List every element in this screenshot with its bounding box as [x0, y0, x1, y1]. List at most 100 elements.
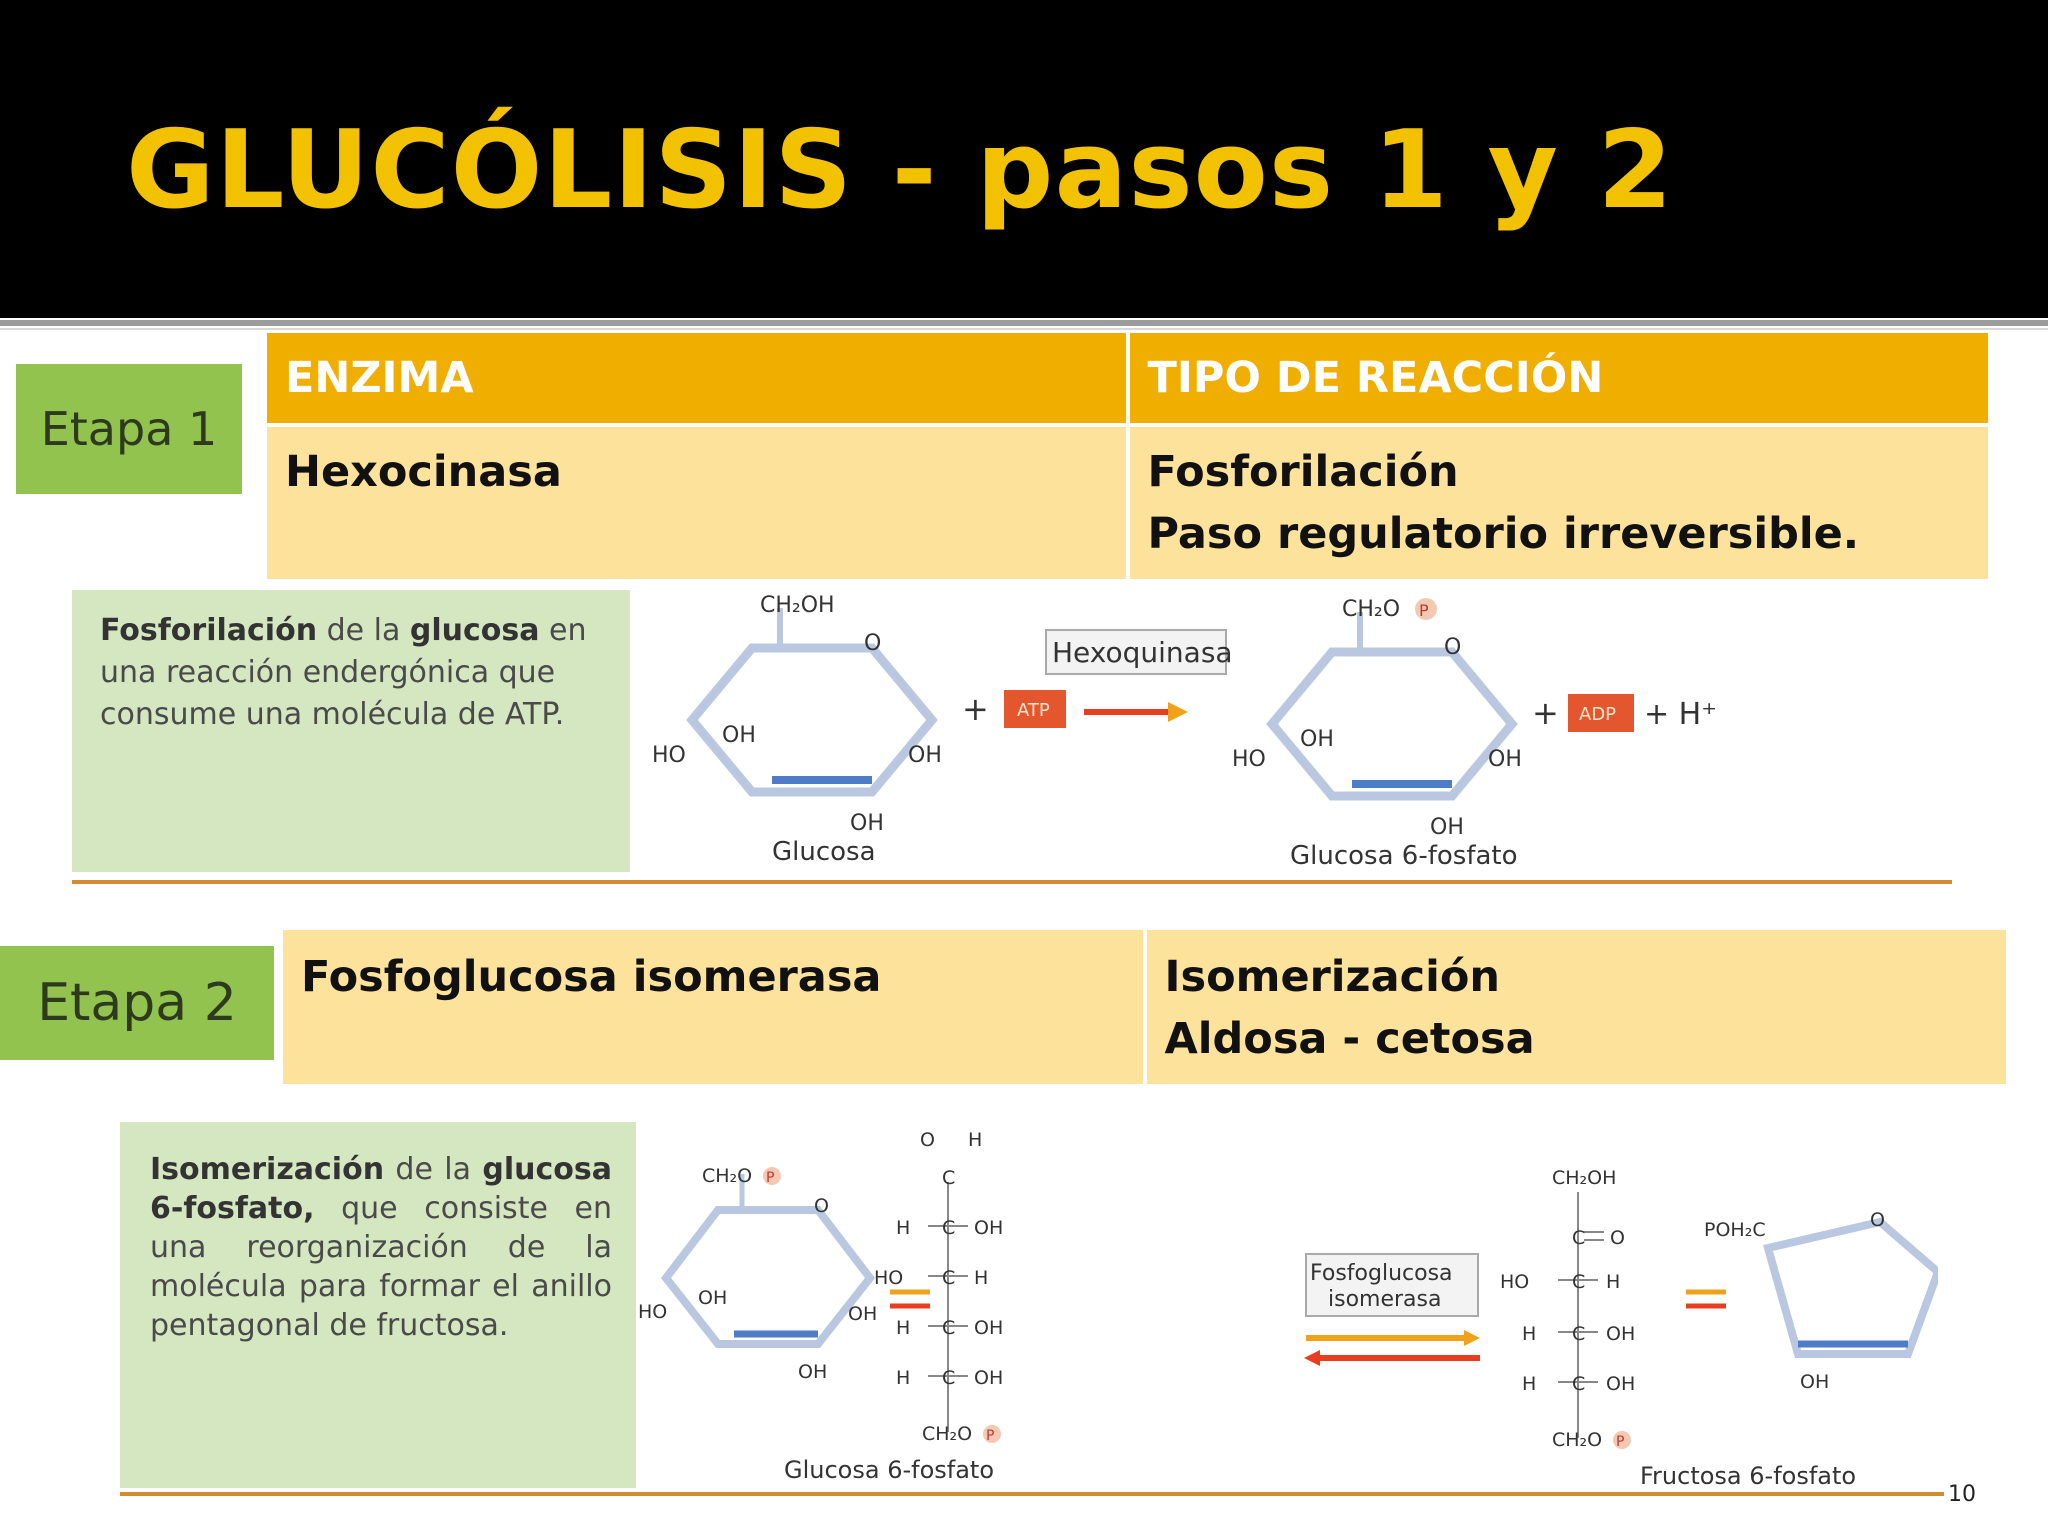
fructose-6-phosphate-label: Fructosa 6-fosfato — [1640, 1462, 1856, 1488]
ketone-o: O — [1610, 1227, 1625, 1249]
g6p-oh-1: OH — [1300, 727, 1334, 752]
equilibrium-arrow — [890, 1289, 930, 1309]
etapa-2-label: Etapa 2 — [0, 946, 274, 1060]
carbon-4: C — [942, 1317, 955, 1339]
phosphate-icon — [983, 1425, 1001, 1443]
glucose-oh-1: OH — [722, 723, 756, 748]
oh-right: OH — [974, 1367, 1003, 1389]
glucose-ch2oh: CH₂OH — [760, 593, 835, 618]
glucose-ho: HO — [652, 743, 686, 768]
h-left: H — [1522, 1323, 1536, 1345]
ho-left: HO — [1500, 1271, 1529, 1293]
h-left: H — [1522, 1373, 1536, 1395]
g6p-ch2op: CH₂O — [1342, 597, 1400, 622]
phosphate-p: P — [1616, 1434, 1624, 1450]
reaction-type-cell: Isomerización Aldosa - cetosa — [1146, 930, 2006, 1084]
g6p-ring-o: O — [1444, 635, 1461, 660]
g6p-oh-3: OH — [798, 1361, 827, 1383]
equilibrium-arrow — [1304, 1330, 1480, 1366]
reaction-type-header: TIPO DE REACCIÓN — [1129, 333, 1988, 423]
reaction-line-2: Aldosa - cetosa — [1164, 1014, 1535, 1064]
g6p-oh-2: OH — [848, 1303, 877, 1325]
h-right: H — [974, 1267, 988, 1289]
glucose-6-phosphate-ring — [1266, 612, 1518, 801]
caption-text: de la — [317, 613, 410, 648]
h-right: H — [1606, 1271, 1620, 1293]
glucose-oh-2: OH — [908, 743, 942, 768]
g6p-ho: HO — [1232, 747, 1266, 772]
phosphate-p: P — [1419, 601, 1429, 620]
oh-right: OH — [1606, 1323, 1635, 1345]
atp-label: ATP — [1017, 700, 1050, 721]
caption-bold: glucosa — [409, 613, 540, 648]
carbon-2: C — [1572, 1227, 1585, 1249]
h-left: H — [896, 1217, 910, 1239]
hexokinase-reaction-diagram: CH₂OH O HO OH OH OH Glucosa + ATP Hexoqu… — [652, 593, 1717, 871]
phosphate-p: P — [766, 1170, 774, 1186]
adp-label: ADP — [1579, 704, 1616, 725]
g6p-oh-3: OH — [1430, 815, 1464, 840]
glucose-ring — [686, 608, 938, 797]
g6p-oh-1: OH — [698, 1287, 727, 1309]
h-left: H — [896, 1367, 910, 1389]
open-chain-fructose-6-phosphate — [1558, 1192, 1604, 1438]
glucose-6-phosphate-label: Glucosa 6-fosfato — [784, 1456, 994, 1484]
ho-left: HO — [874, 1267, 903, 1289]
glucose-oh-3: OH — [850, 811, 884, 836]
reaction-line-1: Fosforilación — [1147, 447, 1459, 497]
glucose-6-phosphate-ring — [660, 1174, 876, 1348]
h-left: H — [896, 1317, 910, 1339]
equilibrium-arrow — [1686, 1289, 1726, 1309]
etapa-1-label: Etapa 1 — [16, 364, 242, 494]
isomerase-reaction-diagram: CH₂O P O HO OH OH OH O H C H C OH HO C H… — [638, 1129, 1938, 1488]
oh-right: OH — [974, 1217, 1003, 1239]
page-number: 10 — [1948, 1482, 1976, 1507]
step1-figure-caption: Fosforilación de la glucosa en una reacc… — [72, 590, 630, 872]
reaction-line-2: Paso regulatorio irreversible. — [1147, 509, 1860, 559]
carbon-3: C — [1572, 1271, 1585, 1293]
plus-sign: + — [1532, 694, 1559, 732]
table-header-row: ENZIMA TIPO DE REACCIÓN — [267, 333, 1988, 423]
caption-text: que consiste en una reorganización de la… — [150, 1191, 612, 1343]
caption-bold: Fosforilación — [100, 613, 318, 648]
aldehyde-h: H — [968, 1129, 982, 1151]
isomerase-label-2: isomerasa — [1328, 1287, 1441, 1312]
g6p-ring-o: O — [814, 1195, 829, 1217]
fructose-ch2oh: CH₂OH — [1552, 1167, 1616, 1189]
open-chain-ch2op: CH₂O — [1552, 1429, 1602, 1451]
step2-table: Fosfoglucosa isomerasa Isomerización Ald… — [279, 926, 2010, 1088]
divider-line — [0, 320, 2048, 326]
carbon-4: C — [1572, 1323, 1585, 1345]
g6p-ho: HO — [638, 1301, 667, 1323]
hexoquinasa-box — [1045, 629, 1227, 675]
slide-title: GLUCÓLISIS - pasos 1 y 2 — [126, 108, 1674, 233]
isomerase-label-1: Fosfoglucosa — [1310, 1261, 1453, 1286]
g6p-oh-2: OH — [1488, 747, 1522, 772]
reaction-line-1: Isomerización — [1164, 952, 1500, 1002]
carbon-1: C — [942, 1167, 955, 1189]
fructose-ring-o: O — [1870, 1209, 1885, 1231]
caption-bold: glucosa 6-fosfato, — [150, 1152, 612, 1226]
plus-sign: + — [962, 690, 989, 728]
table-row: Hexocinasa Fosforilación Paso regulatori… — [267, 427, 1988, 579]
open-chain-ch2op: CH₂O — [922, 1423, 972, 1445]
carbon-5: C — [1572, 1373, 1585, 1395]
atp-box — [1004, 690, 1066, 728]
caption-bold: Isomerización — [150, 1152, 385, 1187]
aldehyde-o: O — [920, 1129, 935, 1151]
carbon-2: C — [942, 1217, 955, 1239]
phosphate-p: P — [986, 1428, 994, 1444]
g6p-ch2op: CH₂O — [702, 1165, 752, 1187]
phosphate-icon — [763, 1167, 781, 1185]
fructose-furanose-ring — [1763, 1217, 1938, 1358]
hexoquinasa-label: Hexoquinasa — [1052, 636, 1233, 669]
glucose-label: Glucosa — [772, 837, 876, 867]
isomerase-box — [1305, 1253, 1479, 1317]
caption-text: de la — [384, 1152, 483, 1187]
open-chain-glucose-6-phosphate — [928, 1182, 968, 1432]
oh-right: OH — [1606, 1373, 1635, 1395]
glucose-ring-o: O — [864, 631, 881, 656]
reaction-arrow — [1084, 702, 1188, 722]
carbon-5: C — [942, 1367, 955, 1389]
enzyme-header: ENZIMA — [267, 333, 1126, 423]
